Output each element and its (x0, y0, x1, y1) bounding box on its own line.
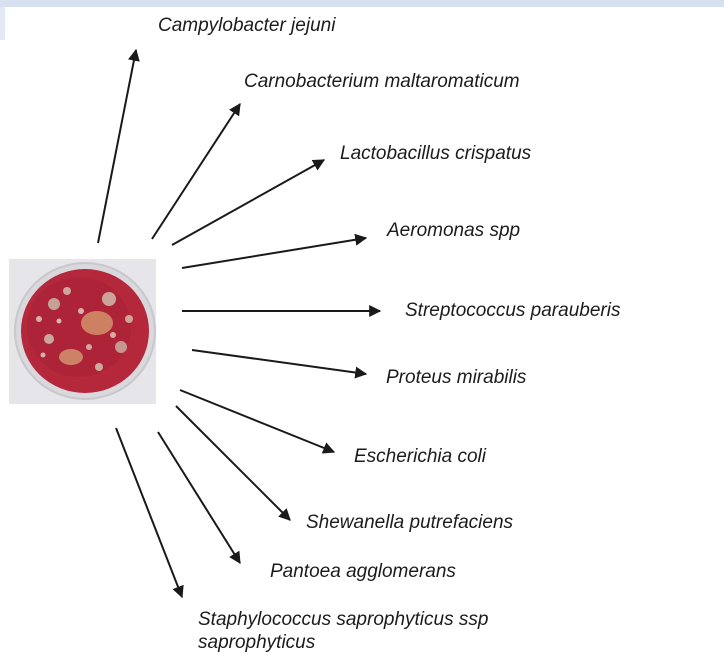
arrow-escherichia (180, 390, 334, 452)
header-side-band (0, 7, 5, 40)
label-lactobacillus: Lactobacillus crispatus (340, 142, 531, 165)
label-streptococcus: Streptococcus parauberis (405, 299, 620, 322)
arrow-pantoea (158, 432, 240, 563)
label-escherichia: Escherichia coli (354, 445, 486, 468)
label-campylobacter: Campylobacter jejuni (158, 14, 335, 37)
label-pantoea: Pantoea agglomerans (270, 560, 456, 583)
label-carnobacterium: Carnobacterium maltaromaticum (244, 70, 520, 93)
arrow-lactobacillus (172, 160, 324, 245)
arrow-campylobacter (98, 50, 136, 243)
label-proteus: Proteus mirabilis (386, 366, 526, 389)
label-staphylococcus: Staphylococcus saprophyticus ssp saproph… (198, 608, 598, 654)
arrow-aeromonas (182, 238, 366, 268)
arrow-shewanella (176, 406, 290, 520)
label-aeromonas: Aeromonas spp (387, 219, 520, 242)
label-shewanella: Shewanella putrefaciens (306, 511, 513, 534)
arrow-staphylococcus (116, 428, 182, 597)
arrow-carnobacterium (152, 104, 240, 239)
header-band (0, 0, 724, 7)
arrow-proteus (192, 350, 366, 374)
petri-dish-image (9, 259, 156, 404)
